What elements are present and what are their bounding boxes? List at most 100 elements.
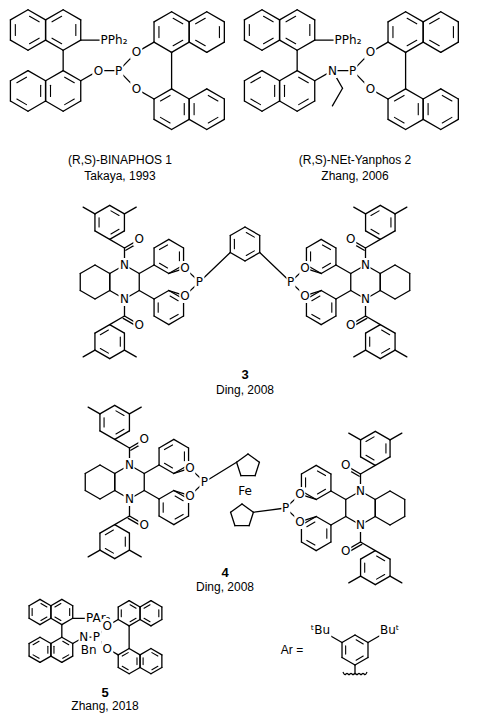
bond-line [110,239,125,248]
atom-label: N [355,484,366,498]
bond-line [244,101,262,111]
bond-line [28,71,46,81]
bond-line [305,478,306,487]
atom-label: O [102,642,113,656]
bond-line [33,641,39,644]
bond-line [170,314,178,319]
caption: Zhang, 2006 [320,169,389,183]
bond-line [309,24,310,35]
bond-line [10,10,28,20]
bond-line [356,656,363,660]
bond-line [322,245,330,250]
bond-line [423,99,424,119]
bond-line [279,81,280,101]
atom-label: P [281,501,290,515]
bond-line [406,119,424,129]
bond-line [380,205,395,214]
bond-line [161,655,162,668]
bond-line [365,214,366,231]
bond-line [151,601,162,607]
bond-line [144,491,159,500]
bond-line [390,576,402,583]
bond-line [224,99,225,119]
bond-line [154,89,172,99]
bond-line [453,26,454,37]
bond-line [189,22,190,42]
bond-line [360,440,361,457]
bond-line [279,20,280,40]
compound-number: 3 [240,367,249,382]
bond-line [109,273,110,290]
bond-line [246,232,254,237]
bond-line [189,119,207,129]
bond-line [51,637,62,643]
bond-line [46,10,64,20]
bond-line [169,316,184,325]
bond-line [139,607,140,620]
bond-line [189,12,207,22]
bond-line [63,655,69,658]
bond-line [129,667,140,673]
atom-label: O [345,232,356,246]
bond-line [371,229,379,234]
bond-line [28,101,46,111]
bond-line [172,42,190,52]
bond-line [118,667,129,673]
atom-label: O [365,82,376,96]
bond-line [10,101,28,111]
bond-line [62,599,73,605]
bond-line [81,40,101,41]
bond-line [264,16,274,22]
bond-line [389,440,390,457]
bond-line [395,291,410,300]
atom-label: O [294,487,305,501]
bond-line [262,40,280,50]
bond-line [158,610,159,617]
bond-line [251,77,261,83]
bond-line [251,99,261,105]
bond-line [321,265,336,274]
bond-line [234,239,235,248]
bond-line [83,207,95,214]
bond-line [237,462,241,475]
bond-line [50,606,51,619]
bond-line [144,473,145,490]
bond-line [139,291,154,300]
atom-label: P [286,275,295,289]
bond-line [88,407,100,414]
bond-line [259,236,260,253]
bond-line [173,40,183,46]
bond-line [354,207,366,214]
bond-line [140,667,151,673]
caption: (R,S)-NEt-Yanphos 2 [298,153,412,167]
bond-line [109,273,110,290]
bond-line [158,499,159,516]
bond-line [169,239,184,248]
atom-label: N [124,492,135,506]
bond-line [388,89,406,99]
bond-line [394,333,395,350]
bond-line [115,439,130,448]
bond-line [118,607,119,620]
bond-line [262,71,280,81]
bond-line [29,618,40,624]
atom-label: N [78,630,89,644]
bond-line [375,457,390,466]
bond-line [94,333,95,350]
bond-line [45,20,46,40]
bond-line [330,474,331,491]
bond-line [321,239,336,248]
bond-line [355,658,368,666]
atom-label: N [124,458,135,472]
bond-line [52,38,62,44]
bond-line [83,350,95,357]
bond-line [139,265,154,274]
bond-line [342,635,355,643]
bond-line [139,607,140,620]
bond-line [284,85,285,96]
bond-line [99,414,100,431]
bond-line [10,40,28,50]
bond-line [280,101,298,111]
bond-line [388,42,406,52]
bond-line [361,551,376,560]
